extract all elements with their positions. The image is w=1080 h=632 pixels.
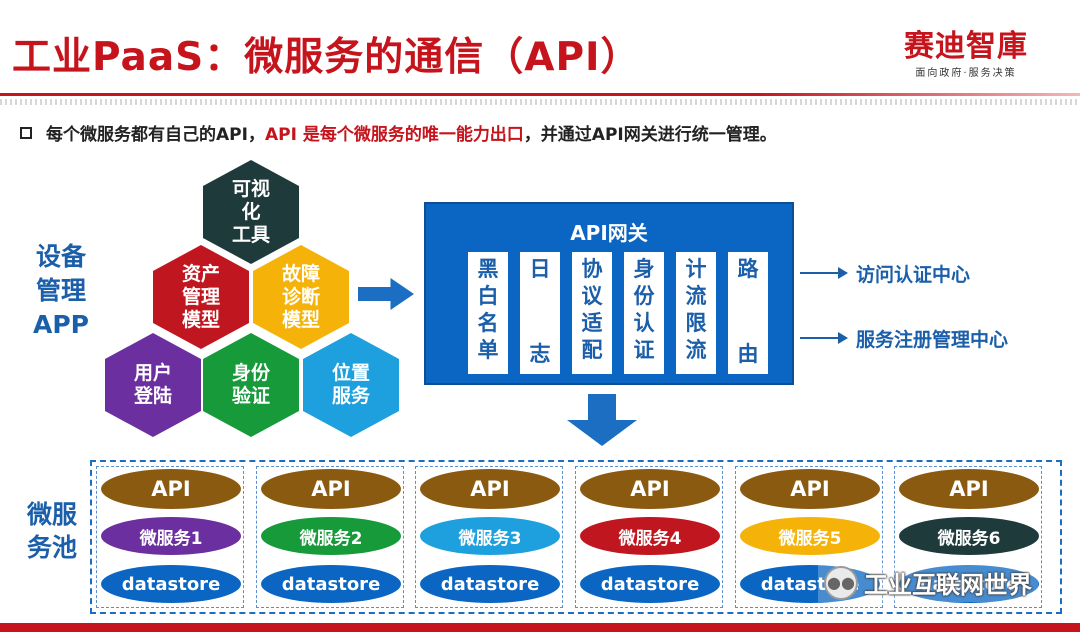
left-label-line: APP xyxy=(33,310,89,339)
gw-char: 日 xyxy=(529,257,551,281)
gateway-feature-log: 日 志 xyxy=(520,252,560,374)
microservice-oval: 微服务6 xyxy=(899,517,1039,555)
datastore-oval: datastore xyxy=(580,565,720,603)
hex-label: 位置 服务 xyxy=(331,362,370,407)
gw-char: 黑 xyxy=(477,257,499,281)
gw-char: 协 xyxy=(581,257,603,281)
gateway-feature-blacklist: 黑 白 名 单 xyxy=(468,252,508,374)
hex-label: 故障 诊断 模型 xyxy=(281,262,320,331)
arrow-down-icon xyxy=(567,394,637,446)
hex-user-login: 用户 登陆 xyxy=(105,333,201,437)
watermark-text: 工业互联网世界 xyxy=(864,571,1032,599)
microservice-pool xyxy=(90,460,1062,614)
arrow-right-icon xyxy=(358,278,414,310)
bullet-square-icon xyxy=(20,127,32,139)
microservice-oval: 微服务1 xyxy=(101,517,241,555)
header-divider-pattern xyxy=(0,99,1080,105)
gateway-feature-routing: 路 由 xyxy=(728,252,768,374)
hex-asset-management-model: 资产 管理 模型 xyxy=(153,245,249,349)
api-oval: API xyxy=(101,469,241,509)
pool-label-line: 微服 xyxy=(26,500,77,529)
gw-char: 白 xyxy=(477,284,499,308)
datastore-oval: datastore xyxy=(261,565,401,603)
gw-char: 单 xyxy=(477,338,499,362)
datastore-oval: datastore xyxy=(101,565,241,603)
header-divider xyxy=(0,93,1080,96)
gateway-feature-rate-limiting: 计 流 限 流 xyxy=(676,252,716,374)
arrow-right-icon xyxy=(800,267,848,279)
gateway-feature-protocol-adapter: 协 议 适 配 xyxy=(572,252,612,374)
gw-char: 志 xyxy=(529,342,551,366)
device-management-app-label: 设备 管理 APP xyxy=(22,240,100,342)
hex-label: 用户 登陆 xyxy=(133,362,172,407)
gw-char: 由 xyxy=(737,342,759,366)
watermark: ●● 工业互联网世界 xyxy=(818,563,1038,602)
arrow-right-icon xyxy=(800,332,848,344)
datastore-oval: datastore xyxy=(740,565,880,603)
left-label-line: 设备 xyxy=(35,242,86,271)
hex-identity-verification: 身份 验证 xyxy=(203,333,299,437)
gw-char: 份 xyxy=(633,284,655,308)
pool-label-line: 务池 xyxy=(26,533,77,562)
gw-char: 认 xyxy=(633,311,655,335)
microservice-column-6: API 微服务6 datastore xyxy=(894,466,1042,608)
microservice-column-4: API 微服务4 datastore xyxy=(575,466,723,608)
gw-char: 配 xyxy=(581,338,603,362)
api-gateway: API网关 黑 白 名 单 日 志 协 议 适 配 身 份 认 证 计 流 限 … xyxy=(424,202,794,385)
gw-char: 议 xyxy=(581,284,603,308)
datastore-oval: datastore xyxy=(420,565,560,603)
gw-char: 限 xyxy=(685,311,707,335)
microservice-oval: 微服务4 xyxy=(580,517,720,555)
microservice-pool-label: 微服 务池 xyxy=(22,498,82,564)
gw-char: 路 xyxy=(737,257,759,281)
left-label-line: 管理 xyxy=(35,276,86,305)
footer-bar xyxy=(0,623,1080,632)
bullet-text: 每个微服务都有自己的API，API 是每个微服务的唯一能力出口，并通过API网关… xyxy=(46,120,777,145)
hex-visualization-tool: 可视 化 工具 xyxy=(203,160,299,264)
bullet-text-highlight: API 是每个微服务的唯一能力出口 xyxy=(264,125,524,145)
api-oval: API xyxy=(899,469,1039,509)
api-oval: API xyxy=(420,469,560,509)
gw-char: 流 xyxy=(685,284,707,308)
microservice-oval: 微服务2 xyxy=(261,517,401,555)
gw-char: 计 xyxy=(685,257,707,281)
gw-char: 证 xyxy=(633,338,655,362)
microservice-column-5: API 微服务5 datastore xyxy=(735,466,883,608)
api-oval: API xyxy=(580,469,720,509)
datastore-oval: datastore xyxy=(899,565,1039,603)
wechat-icon: ●● xyxy=(824,565,858,600)
hex-label: 可视 化 工具 xyxy=(231,177,270,246)
logo: 赛迪智庫 面向政府·服务决策 xyxy=(866,29,1066,80)
gateway-feature-authentication: 身 份 认 证 xyxy=(624,252,664,374)
logo-main-text: 赛迪智庫 xyxy=(904,29,1028,64)
gw-char: 流 xyxy=(685,338,707,362)
logo-sub-text: 面向政府·服务决策 xyxy=(915,68,1017,79)
hex-location-service: 位置 服务 xyxy=(303,333,399,437)
hex-label: 资产 管理 模型 xyxy=(181,262,220,331)
gateway-title: API网关 xyxy=(570,221,648,245)
microservice-column-1: API 微服务1 datastore xyxy=(96,466,244,608)
access-auth-center-label: 访问认证中心 xyxy=(856,264,971,286)
microservice-column-3: API 微服务3 datastore xyxy=(415,466,563,608)
api-oval: API xyxy=(740,469,880,509)
gw-char: 适 xyxy=(581,311,603,335)
hex-label: 身份 验证 xyxy=(231,362,270,407)
gw-char: 名 xyxy=(477,311,499,335)
gw-char: 身 xyxy=(633,257,655,281)
api-oval: API xyxy=(261,469,401,509)
microservice-oval: 微服务5 xyxy=(740,517,880,555)
bullet-text-part1: 每个微服务都有自己的API， xyxy=(46,125,265,145)
hex-fault-diagnosis-model: 故障 诊断 模型 xyxy=(253,245,349,349)
page-title: 工业PaaS：微服务的通信（API） xyxy=(12,35,641,80)
bullet-text-part3: ，并通过API网关进行统一管理。 xyxy=(523,125,777,145)
service-registry-center-label: 服务注册管理中心 xyxy=(856,329,1009,351)
microservice-column-2: API 微服务2 datastore xyxy=(256,466,404,608)
microservice-oval: 微服务3 xyxy=(420,517,560,555)
